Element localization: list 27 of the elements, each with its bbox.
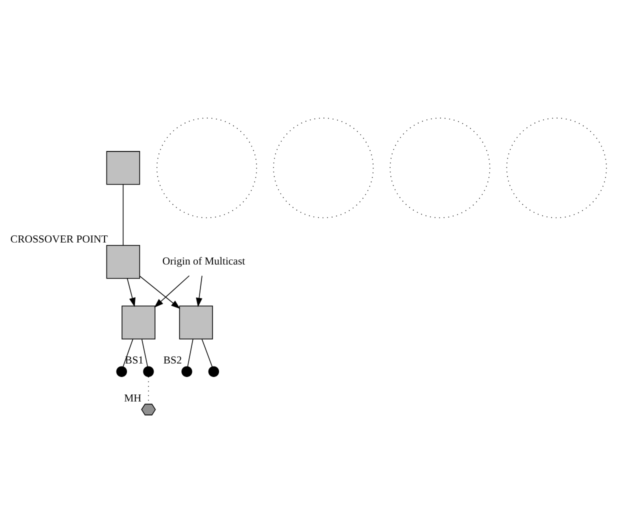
connector (122, 338, 134, 367)
connector (187, 338, 194, 367)
arrow (196, 274, 202, 307)
node-box (106, 150, 140, 184)
node-dot (181, 366, 192, 376)
arrow (154, 274, 190, 308)
connector (202, 338, 213, 367)
node-box (122, 305, 156, 339)
connector (122, 184, 124, 246)
connector (141, 338, 148, 367)
node-dot (208, 366, 220, 376)
node-dot (116, 366, 127, 376)
node-text: Origin of Multicast (162, 255, 246, 268)
node-circle (390, 117, 490, 218)
node-circle (506, 117, 607, 218)
node-box (179, 305, 213, 339)
node-label: MH (124, 392, 142, 404)
arrow (139, 275, 180, 308)
node-label: BS2 (163, 354, 182, 366)
arrow (126, 278, 136, 306)
node-circle (273, 117, 374, 218)
node-label: BS1 (125, 354, 144, 366)
node-hexagon (141, 403, 156, 415)
node-circle (156, 117, 258, 218)
node-dot (143, 366, 154, 376)
node-box (106, 244, 140, 278)
node-label: CROSSOVER POINT (10, 232, 108, 245)
